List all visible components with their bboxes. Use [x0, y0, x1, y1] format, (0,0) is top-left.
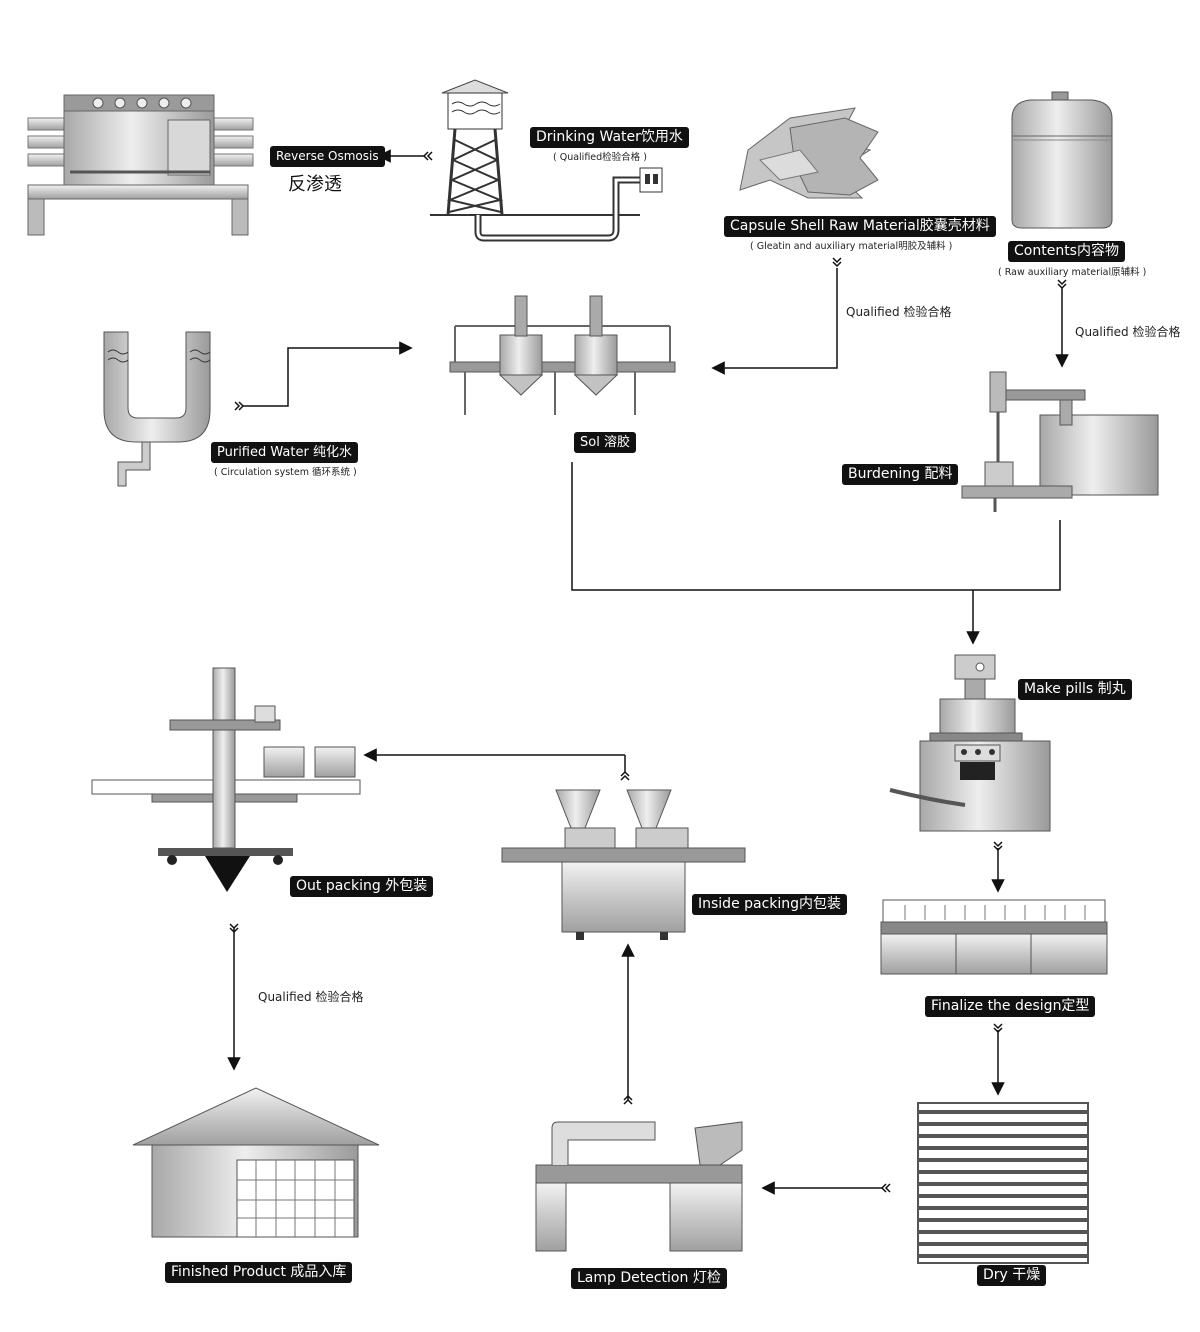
- label-reverse-osmosis-cn: 反渗透: [288, 174, 342, 195]
- label-reverse-osmosis: Reverse Osmosis: [270, 146, 385, 167]
- label-qualified-finished: Qualified 检验合格: [258, 990, 364, 1004]
- label-drinking-water-sub: ( Qualified检验合格 ): [553, 152, 647, 163]
- out-packing-machine-icon: [91, 667, 361, 892]
- label-qualified-capsule: Qualified 检验合格: [846, 305, 952, 319]
- arrow-capsule-to-sol: [711, 268, 838, 375]
- label-finalize-design: Finalize the design定型: [925, 996, 1096, 1017]
- label-purified-water: Purified Water 纯化水: [211, 442, 358, 463]
- lamp-detection-machine-icon: [535, 1121, 743, 1252]
- chevron-markers: [229, 151, 1067, 1193]
- label-contents-sub: ( Raw auxiliary material原辅料 ): [998, 267, 1147, 278]
- label-contents: Contents内容物: [1008, 241, 1125, 262]
- flow-connectors: [227, 149, 1069, 1195]
- label-capsule-shell-sub: ( Gleatin and auxiliary material明胶及辅料 ): [750, 241, 953, 252]
- dry-rack-icon: [917, 1102, 1089, 1264]
- label-sol: Sol 溶胶: [574, 432, 636, 453]
- label-drinking-water: Drinking Water饮用水: [530, 127, 689, 148]
- water-tower-icon: [430, 79, 663, 242]
- label-dry: Dry 干燥: [977, 1265, 1047, 1286]
- label-make-pills: Make pills 制丸: [1018, 679, 1132, 700]
- reverse-osmosis-machine-icon: [27, 94, 254, 236]
- finalize-design-machine-icon: [880, 899, 1108, 975]
- contents-tank-icon: [1011, 91, 1113, 229]
- label-lamp-detection: Lamp Detection 灯检: [571, 1268, 727, 1289]
- label-capsule-shell: Capsule Shell Raw Material胶囊壳材料: [724, 216, 996, 237]
- label-inside-packing: Inside packing内包装: [692, 894, 848, 915]
- gelatin-material-icon: [739, 107, 879, 199]
- purified-water-pipe-icon: [103, 331, 211, 487]
- arrow-purified-to-sol: [243, 341, 413, 407]
- warehouse-icon: [132, 1087, 380, 1238]
- burdening-machine-icon: [961, 371, 1159, 512]
- label-finished-product: Finished Product 成品入库: [165, 1262, 353, 1283]
- label-out-packing: Out packing 外包装: [290, 876, 434, 897]
- sol-tanks-icon: [449, 295, 676, 415]
- label-burdening: Burdening 配料: [842, 464, 959, 485]
- line-sol-to-merge: [571, 462, 1061, 591]
- inside-packing-machine-icon: [501, 789, 746, 940]
- label-purified-water-sub: ( Circulation system 循环系统 ): [214, 467, 357, 478]
- label-qualified-contents: Qualified 检验合格: [1075, 325, 1181, 339]
- make-pills-machine-icon: [889, 654, 1051, 832]
